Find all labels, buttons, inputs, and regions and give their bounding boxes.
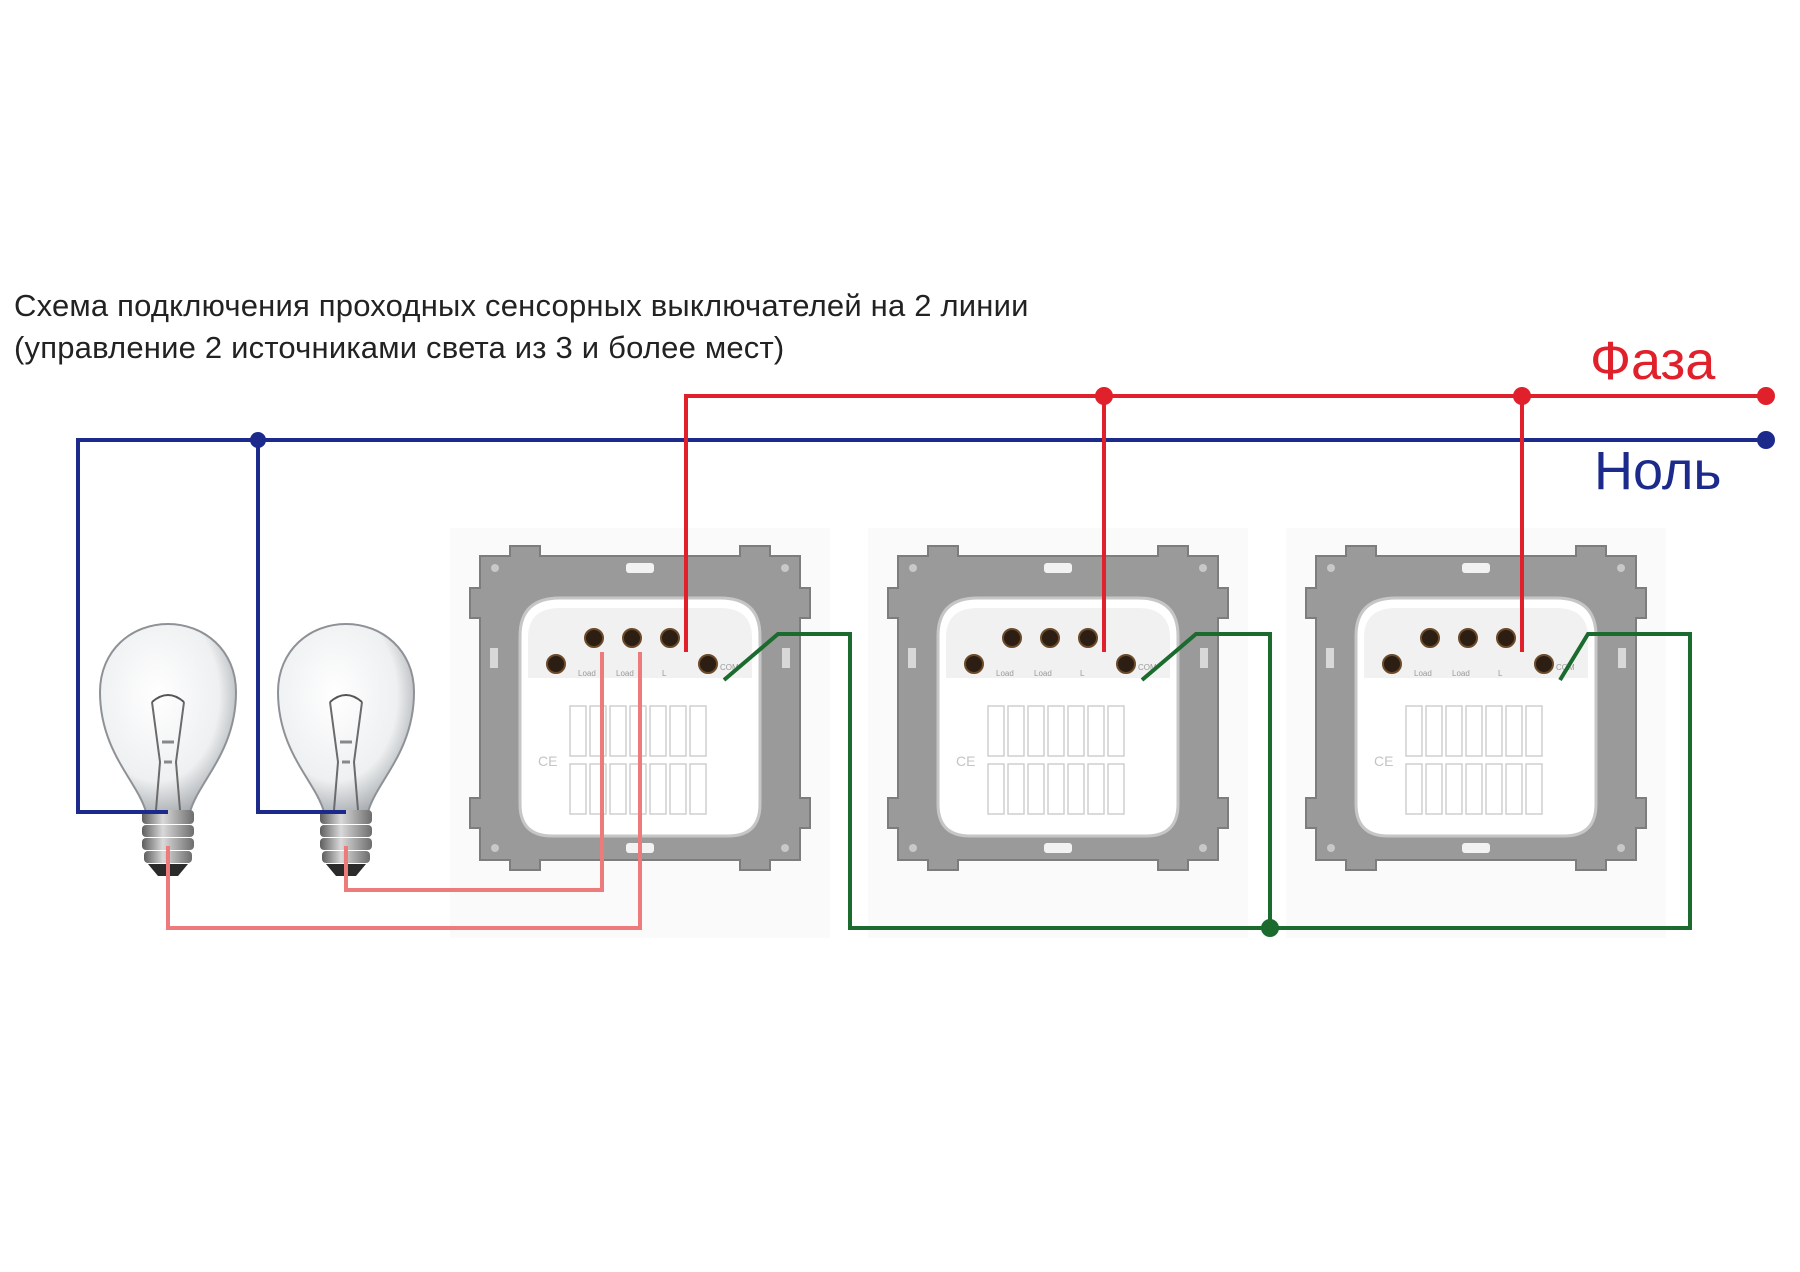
phase-label: Фаза [1590,331,1716,391]
traveler-junction [1261,919,1279,937]
neutral-label: Ноль [1594,441,1722,501]
neutral-junction [250,432,266,448]
neutral-terminal [1757,431,1775,449]
switch-2 [866,526,1250,940]
neutral-wire [76,438,1766,814]
diagram-subtitle: (управление 2 источниками света из 3 и б… [14,330,785,365]
phase-junction-1 [1095,387,1113,405]
phase-terminal [1757,387,1775,405]
phase-junction-2 [1513,387,1531,405]
lamp-2 [276,622,416,878]
switch-3 [1284,526,1668,940]
phase-wire [684,394,1766,652]
load-wires [166,652,642,930]
lamp-1 [98,622,238,878]
diagram-title: Схема подключения проходных сенсорных вы… [14,288,1029,323]
